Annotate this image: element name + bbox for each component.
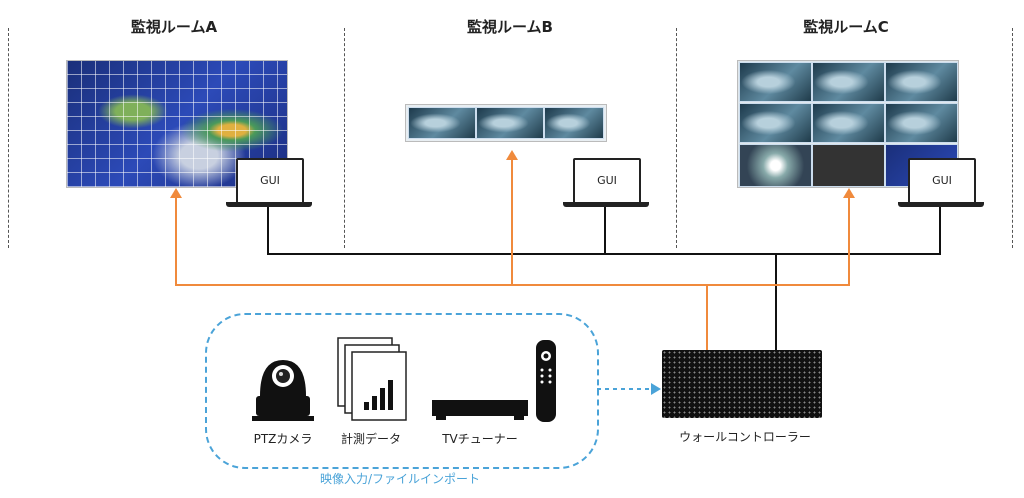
input-arrow-icon bbox=[597, 383, 661, 395]
signal-line-room-b bbox=[511, 158, 513, 286]
camera-feed-tile bbox=[739, 103, 812, 143]
input-sources-group bbox=[205, 313, 599, 469]
right-border bbox=[1012, 28, 1013, 248]
ptz-camera-label: PTZカメラ bbox=[253, 432, 313, 446]
control-line bbox=[604, 207, 606, 255]
laptop-base bbox=[898, 202, 984, 207]
ptz-camera-icon bbox=[252, 360, 314, 421]
camera-feed-tile bbox=[812, 62, 885, 102]
measurement-data-label: 計測データ bbox=[340, 432, 401, 446]
arrow-up-icon bbox=[506, 150, 518, 160]
laptop-base bbox=[563, 202, 649, 207]
tv-tuner-icon bbox=[432, 340, 556, 422]
camera-feed-tile bbox=[885, 103, 958, 143]
separator-bc bbox=[676, 28, 677, 248]
left-border bbox=[8, 28, 9, 248]
video-wall-controller-icon bbox=[662, 350, 822, 418]
laptop-icon: GUI bbox=[236, 158, 304, 204]
document-chart-icon bbox=[337, 337, 407, 421]
room-c-title: 監視ルームC bbox=[803, 18, 889, 36]
camera-feed-tile bbox=[739, 62, 812, 102]
control-bus bbox=[267, 253, 941, 255]
control-line-to-controller bbox=[775, 253, 777, 351]
control-line bbox=[939, 207, 941, 255]
camera-feed-tile bbox=[476, 107, 544, 139]
laptop-icon: GUI bbox=[908, 158, 976, 204]
signal-line-room-c bbox=[848, 196, 850, 286]
dark-feed-tile bbox=[812, 144, 885, 187]
room-b-camera-wall bbox=[405, 104, 607, 142]
room-a-title: 監視ルームA bbox=[130, 18, 218, 36]
laptop-icon: GUI bbox=[573, 158, 641, 204]
signal-line-room-a bbox=[175, 196, 177, 286]
room-c-camera-wall bbox=[737, 60, 959, 188]
camera-feed-tile bbox=[408, 107, 476, 139]
room-b-title: 監視ルームB bbox=[467, 18, 553, 36]
arrow-up-icon bbox=[843, 188, 855, 198]
typhoon-image-tile bbox=[739, 144, 812, 187]
camera-feed-tile bbox=[812, 103, 885, 143]
gui-label: GUI bbox=[932, 174, 952, 187]
camera-feed-tile bbox=[544, 107, 604, 139]
signal-line-from-controller bbox=[706, 284, 708, 351]
gui-label: GUI bbox=[260, 174, 280, 187]
arrow-up-icon bbox=[170, 188, 182, 198]
laptop-base bbox=[226, 202, 312, 207]
input-group-caption: 映像入力/ファイルインポート bbox=[319, 472, 481, 486]
tv-tuner-label: TVチューナー bbox=[442, 432, 518, 446]
separator-ab bbox=[344, 28, 345, 248]
gui-label: GUI bbox=[597, 174, 617, 187]
control-line bbox=[267, 207, 269, 255]
camera-feed-tile bbox=[885, 62, 958, 102]
wall-controller-label: ウォールコントローラー bbox=[679, 430, 811, 444]
